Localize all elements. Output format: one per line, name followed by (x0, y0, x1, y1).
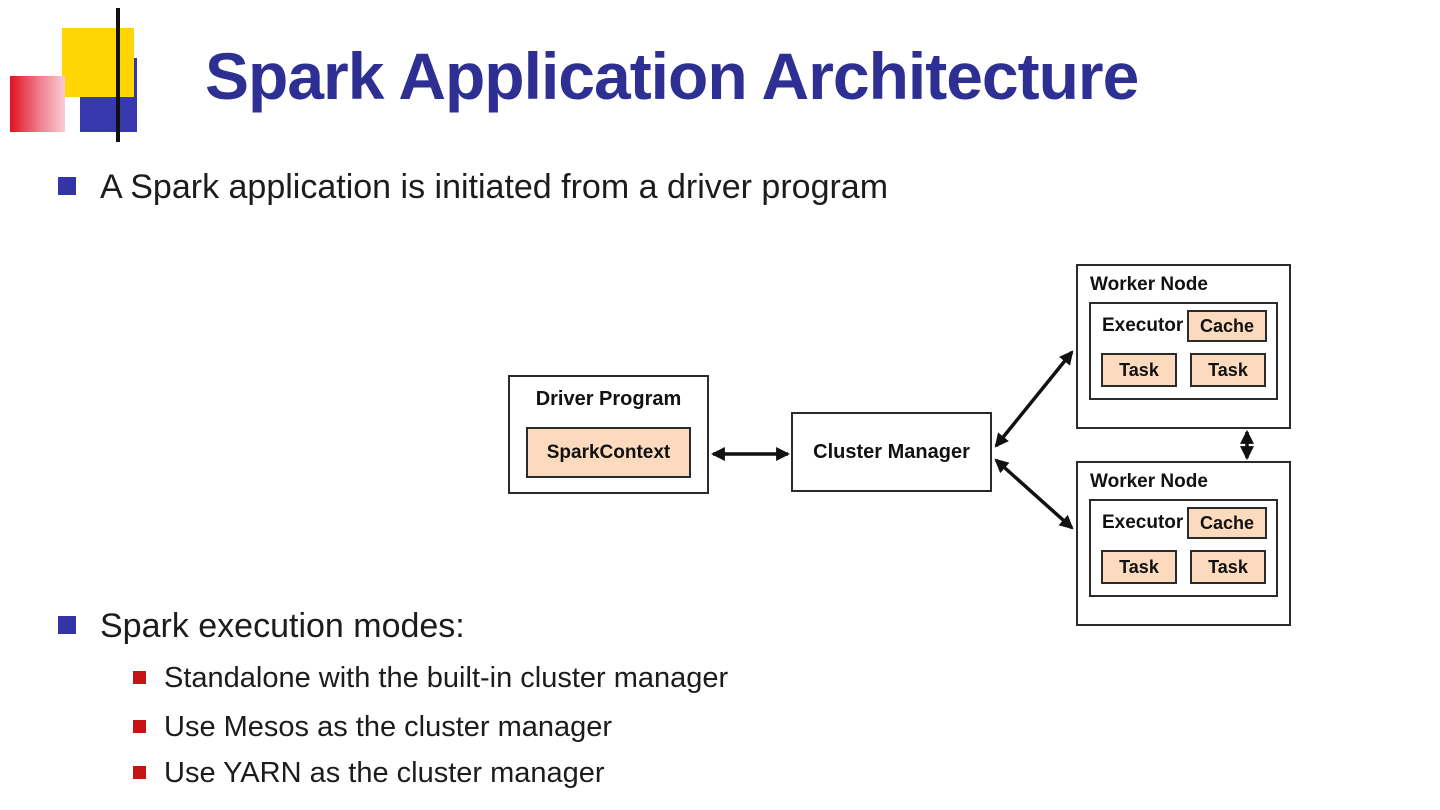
task-box: Task (1101, 550, 1177, 584)
bullet-item-execution-modes: Spark execution modes: (58, 607, 465, 646)
worker-node-top-box: Worker Node Executor Cache Task Task (1076, 264, 1291, 429)
driver-program-label: Driver Program (535, 388, 682, 410)
cache-box: Cache (1187, 310, 1267, 342)
sub-bullet-text: Use YARN as the cluster manager (164, 757, 605, 789)
worker-node-bottom-box: Worker Node Executor Cache Task Task (1076, 461, 1291, 626)
sub-bullet-item-mesos: Use Mesos as the cluster manager (133, 711, 612, 744)
cache-box: Cache (1187, 507, 1267, 539)
arrow-clustermanager-workernode-top (994, 350, 1074, 448)
bullet-square-icon (133, 765, 146, 779)
driver-program-box: Driver Program SparkContext (508, 375, 709, 494)
bullet-item-driver-program: A Spark application is initiated from a … (58, 168, 888, 207)
bullet-square-icon (58, 176, 76, 195)
executor-label: Executor (1102, 512, 1184, 533)
logo-vertical-line (116, 8, 120, 142)
executor-label: Executor (1102, 315, 1184, 336)
worker-node-label: Worker Node (1090, 471, 1208, 492)
sub-bullet-item-standalone: Standalone with the built-in cluster man… (133, 662, 728, 695)
sub-bullet-text: Use Mesos as the cluster manager (164, 711, 613, 743)
cluster-manager-box: Cluster Manager (791, 412, 992, 492)
bullet-square-icon (133, 719, 146, 733)
executor-box: Executor Cache Task Task (1089, 302, 1278, 400)
sub-bullet-text: Standalone with the built-in cluster man… (164, 662, 729, 694)
worker-node-label: Worker Node (1090, 274, 1208, 295)
executor-box: Executor Cache Task Task (1089, 499, 1278, 597)
logo-red-square (10, 76, 65, 132)
bullet-text: A Spark application is initiated from a … (100, 168, 889, 206)
sub-bullet-item-yarn: Use YARN as the cluster manager (133, 757, 605, 790)
spark-context-box: SparkContext (526, 427, 691, 478)
task-box: Task (1190, 353, 1266, 387)
task-box: Task (1101, 353, 1177, 387)
logo-yellow-square (62, 28, 134, 97)
page-title: Spark Application Architecture (205, 39, 1139, 113)
task-box: Task (1190, 550, 1266, 584)
bullet-text: Spark execution modes: (100, 607, 465, 645)
arrow-clustermanager-workernode-bottom (994, 458, 1074, 530)
bullet-square-icon (133, 670, 146, 684)
bullet-square-icon (58, 615, 76, 634)
